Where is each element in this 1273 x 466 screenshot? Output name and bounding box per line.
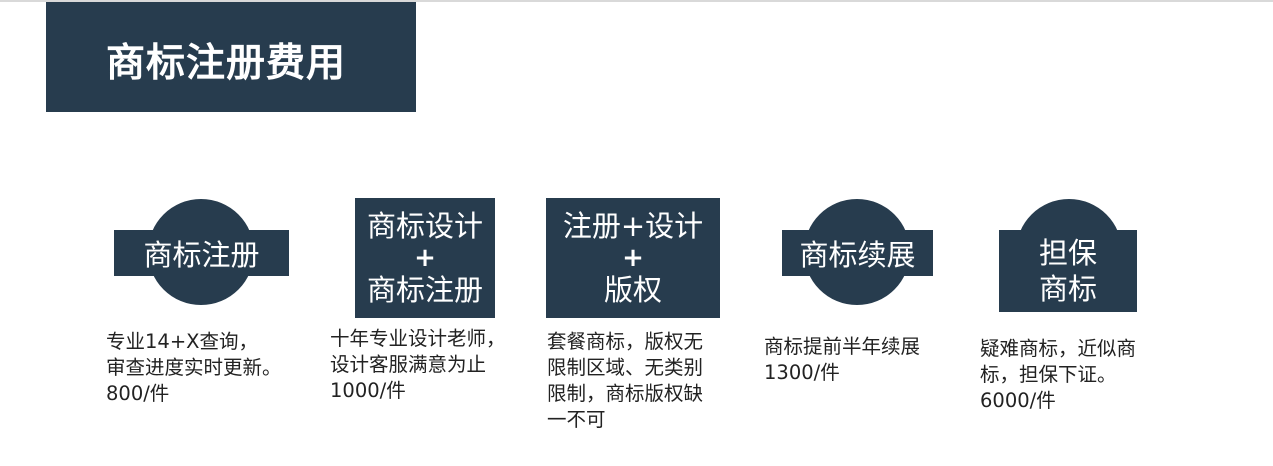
service-heading-line: 商标设计 [366, 209, 483, 243]
service-price: 6000/件 [980, 389, 1056, 412]
description-line: 商标提前半年续展 [764, 335, 921, 358]
title-banner: 商标注册费用 [46, 2, 416, 112]
service-heading-line: 版权 [603, 273, 662, 307]
description-line: 限制，商标版权缺 [547, 382, 704, 405]
service-heading-line: 商标注册 [366, 273, 483, 307]
description-line: 设计客服满意为止 [330, 353, 487, 376]
description-line: 审查进度实时更新。 [106, 356, 282, 379]
plus-sign: + [622, 243, 644, 273]
service-heading: 商标注册 [143, 238, 260, 272]
service-badge-box: 注册+设计 + 版权 [546, 198, 720, 318]
top-divider [0, 0, 1273, 2]
service-description: 疑难商标，近似商 标，担保下证。 6000/件 [980, 336, 1136, 414]
page-title: 商标注册费用 [106, 41, 347, 86]
description-line: 疑难商标，近似商 [980, 337, 1137, 360]
service-badge-box: 担保 商标 [999, 230, 1137, 312]
description-line: 十年专业设计老师， [330, 327, 506, 350]
description-line: 套餐商标，版权无 [547, 330, 704, 353]
service-price: 800/件 [106, 382, 170, 405]
service-price: 1000/件 [330, 379, 406, 402]
service-badge-bar: 商标续展 [782, 230, 933, 276]
plus-sign: + [414, 243, 436, 273]
description-line: 专业14+X查询， [106, 330, 259, 353]
description-line: 标，担保下证。 [980, 363, 1117, 386]
description-line: 限制区域、无类别 [547, 356, 704, 379]
service-badge-bar: 商标注册 [114, 230, 289, 276]
service-badge-box: 商标设计 + 商标注册 [355, 198, 495, 318]
service-description: 专业14+X查询， 审查进度实时更新。 800/件 [106, 329, 282, 407]
service-heading-line: 商标 [1038, 272, 1097, 306]
service-heading-line: 担保 [1038, 236, 1097, 270]
service-heading-line: 注册+设计 [562, 209, 704, 243]
service-description: 套餐商标，版权无 限制区域、无类别 限制，商标版权缺 一不可 [547, 329, 703, 433]
service-heading: 商标续展 [799, 238, 916, 272]
service-price: 1300/件 [764, 361, 840, 384]
service-description: 十年专业设计老师， 设计客服满意为止 1000/件 [330, 326, 506, 404]
description-line: 一不可 [547, 408, 606, 431]
service-description: 商标提前半年续展 1300/件 [764, 334, 920, 386]
